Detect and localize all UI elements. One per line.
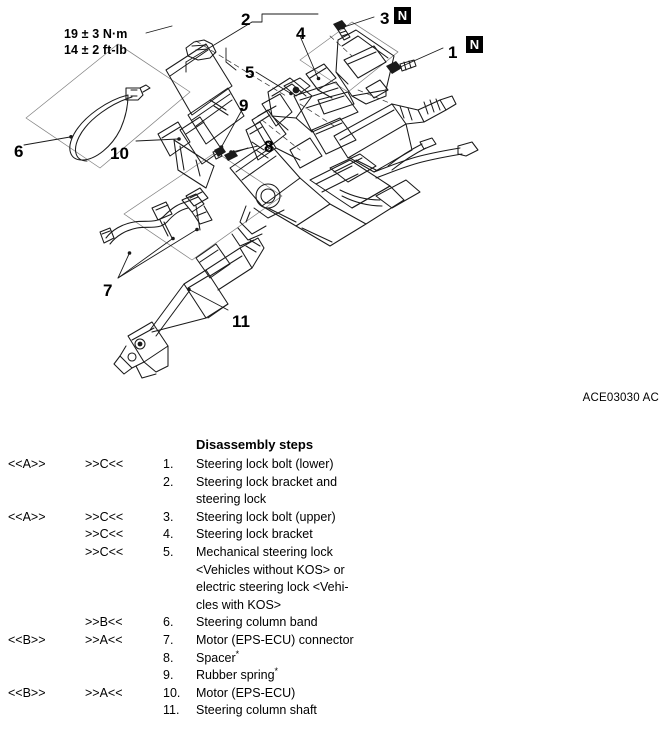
- callout-4: 4: [296, 24, 306, 43]
- torque-spec-ftlb: 14 ± 2 ft-lb: [64, 43, 127, 57]
- step-row: 11. Steering column shaft: [0, 703, 671, 721]
- step-mark-b: >>A<<: [85, 685, 123, 700]
- callout-5: 5: [245, 63, 255, 82]
- step-row: 9. Rubber spring*: [0, 666, 671, 686]
- nut-badge-3: N: [394, 7, 411, 24]
- step-number: 1.: [163, 457, 174, 471]
- step-number: 11.: [163, 703, 180, 718]
- step-mark-b: >>B<<: [85, 615, 123, 630]
- steering-column-housing: [229, 141, 421, 247]
- step-mark-b: >>A<<: [85, 633, 123, 647]
- nut-badge-1: N: [466, 36, 483, 53]
- step-number: 6.: [163, 615, 174, 630]
- step-row: <<B>> >>A<< 7. Motor (EPS-ECU) connector: [0, 633, 671, 651]
- step-row: <<B>> >>A<< 10. Motor (EPS-ECU): [0, 686, 671, 704]
- callout-10: 10: [110, 144, 129, 163]
- part-7-motor-eps-ecu-connector: [99, 187, 213, 245]
- step-number: 10.: [163, 685, 181, 700]
- step-number: 3.: [163, 509, 174, 524]
- step-number: 4.: [163, 527, 174, 542]
- step-description: electric steering lock <Vehi-: [196, 580, 349, 595]
- step-row: <<A>> >>C<< 1. Steering lock bolt (lower): [0, 457, 671, 475]
- step-description: Steering lock bracket: [196, 527, 313, 542]
- disassembly-steps-heading: Disassembly steps: [196, 437, 314, 452]
- step-number: 9.: [163, 668, 174, 683]
- step-row: >>B<< 6. Steering column band: [0, 615, 671, 633]
- step-mark-a: <<B>>: [8, 685, 46, 700]
- step-row: <Vehicles without KOS> or: [0, 563, 671, 581]
- footnote-asterisk: *: [274, 666, 279, 677]
- step-mark-b: >>C<<: [85, 457, 124, 471]
- step-row: <<A>> >>C<< 3. Steering lock bolt (upper): [0, 510, 671, 528]
- part-2-steering-lock-bracket-and-lock: [335, 29, 395, 105]
- lower-mount-bracket: [195, 243, 231, 319]
- step-description: Steering column band: [196, 615, 318, 630]
- torque-specification: 19 ± 3 N·m 14 ± 2 ft-lb: [64, 26, 127, 58]
- callout-9: 9: [239, 96, 249, 115]
- assembly-construction-lines: [195, 35, 393, 151]
- step-description: <Vehicles without KOS> or: [196, 562, 345, 577]
- leader-lines: [23, 13, 444, 311]
- step-description-text: Spacer: [196, 650, 236, 665]
- step-description: Steering lock bolt (upper): [196, 509, 336, 524]
- part-4-steering-lock-bracket: [305, 63, 337, 99]
- step-mark-a: <<B>>: [8, 633, 46, 647]
- part-6-steering-column-band: [69, 84, 151, 162]
- step-row: 2. Steering lock bracket and: [0, 475, 671, 493]
- part-10-motor-eps-ecu: [157, 39, 245, 189]
- step-mark-a: <<A>>: [8, 509, 46, 524]
- step-mark-b: >>C<<: [85, 527, 124, 542]
- footnote-asterisk: *: [235, 648, 240, 659]
- part-9-rubber-spring: [212, 146, 226, 160]
- callout-11: 11: [232, 312, 250, 331]
- steering-column-exploded-drawing: [23, 13, 479, 379]
- step-mark-b: >>C<<: [85, 545, 124, 559]
- step-description: steering lock: [196, 492, 267, 507]
- figure-reference-code: ACE03030 AC: [582, 392, 659, 404]
- callout-1: 1: [448, 43, 458, 62]
- part-3-steering-lock-bolt-upper: [333, 20, 351, 41]
- step-description: Steering lock bracket and: [196, 474, 338, 489]
- step-mark-a: <<A>>: [8, 457, 46, 471]
- callout-8: 8: [264, 137, 274, 156]
- step-description: Steering column shaft: [196, 703, 317, 718]
- step-row: >>C<< 5. Mechanical steering lock: [0, 545, 671, 563]
- step-description: Rubber spring*: [196, 666, 279, 683]
- step-row: >>C<< 4. Steering lock bracket: [0, 527, 671, 545]
- part-5-steering-lock: [245, 77, 359, 169]
- step-description: Steering lock bolt (lower): [196, 457, 334, 471]
- combination-switch-levers: [339, 137, 479, 207]
- part-11-steering-column-shaft: [113, 237, 265, 379]
- exploded-view-illustration: 19 ± 3 N·m 14 ± 2 ft-lb 1 2 3 4 5 6 7 8 …: [14, 7, 659, 404]
- step-row: electric steering lock <Vehi-: [0, 580, 671, 598]
- step-number: 5.: [163, 545, 174, 559]
- callout-6: 6: [14, 142, 24, 161]
- step-description: Spacer*: [196, 648, 240, 665]
- step-description: Mechanical steering lock: [196, 545, 333, 559]
- step-number: 8.: [163, 650, 174, 665]
- part-8-spacer: [224, 147, 249, 161]
- step-number: 7.: [163, 633, 174, 647]
- step-description: Motor (EPS-ECU) connector: [196, 633, 354, 647]
- torque-spec-nm: 19 ± 3 N·m: [64, 27, 128, 41]
- step-description: cles with KOS>: [196, 597, 282, 612]
- callout-2: 2: [241, 10, 251, 29]
- step-description-text: Rubber spring: [196, 668, 275, 683]
- callout-7: 7: [103, 281, 113, 300]
- callout-3: 3: [380, 9, 390, 28]
- step-mark-b: >>C<<: [85, 509, 124, 524]
- step-row: steering lock: [0, 492, 671, 510]
- upper-column-tube: [333, 95, 457, 173]
- step-description: Motor (EPS-ECU): [196, 685, 296, 700]
- step-row: cles with KOS>: [0, 598, 671, 616]
- step-row: 8. Spacer*: [0, 648, 671, 669]
- step-number: 2.: [163, 474, 174, 489]
- part-1-steering-lock-bolt-lower: [386, 59, 417, 74]
